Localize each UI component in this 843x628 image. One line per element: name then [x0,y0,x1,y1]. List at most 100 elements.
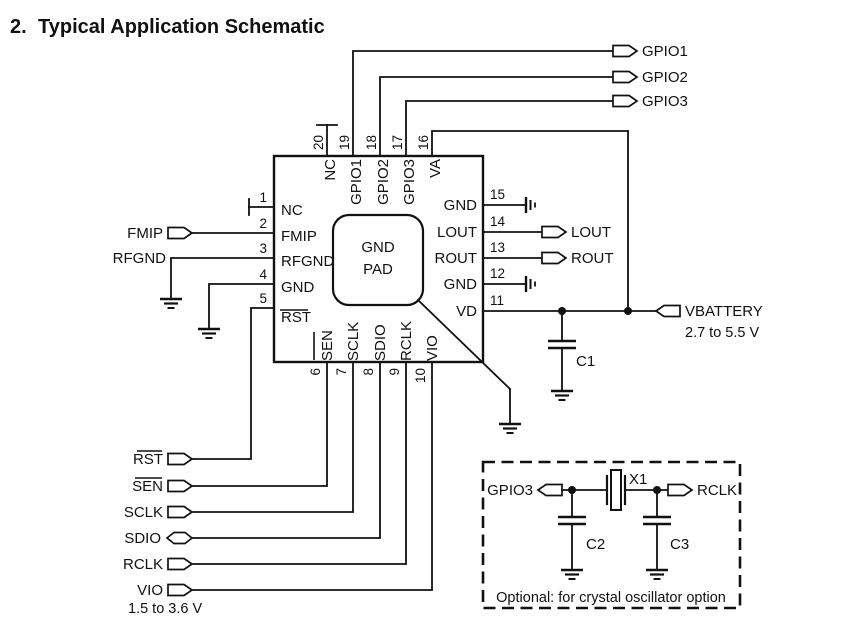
vbattery-range: 2.7 to 5.5 V [685,325,759,341]
pin-name-vio: VIO [424,335,441,361]
pin-name-sen: SEN [319,330,336,361]
optional-gpio3-label: GPIO3 [487,482,533,499]
sdio-connector [166,531,193,545]
ground-icon-pad [497,422,523,435]
wire-gpio3 [405,100,614,157]
vbattery-connector [655,304,681,318]
pin-name-gnd15: GND [444,197,478,214]
pin-name-sdio: SDIO [372,324,389,361]
pin-number-5: 5 [259,291,267,306]
gpio2-connector [612,70,638,84]
rst-label: RST [133,451,163,468]
pin-number-3: 3 [259,241,267,256]
ground-icon-rfgnd [158,297,184,310]
pin-name-vd: VD [456,303,477,320]
wire-sclk [191,361,354,513]
gpio3-connector [612,94,638,108]
pin-name-nc-top: NC [322,159,339,181]
capacitor-c1 [546,339,578,350]
wire-sdio [191,361,381,539]
pin-number-6: 6 [308,368,323,376]
pin-name-va: VA [427,159,444,178]
optional-box-caption: Optional: for crystal oscillator option [496,590,726,606]
pin-name-gpio1: GPIO1 [348,159,365,205]
junction-dot-c1 [558,307,566,315]
pin-number-11: 11 [490,293,504,308]
vio-label: VIO [137,582,163,599]
sdio-label: SDIO [124,530,161,547]
c3-label: C3 [670,536,689,553]
gpio3-label: GPIO3 [642,93,688,110]
wire-rfgnd [170,257,275,300]
pin-number-12: 12 [490,266,505,281]
rfgnd-label: RFGND [113,250,166,267]
fmip-connector [167,226,193,240]
junction-dot-va [624,307,632,315]
optional-rclk-connector [667,483,693,497]
pin-number-17: 17 [390,135,405,150]
vio-range: 1.5 to 3.6 V [128,601,202,617]
ground-icon-c1 [549,389,575,402]
pin-name-rclk: RCLK [398,321,415,361]
pin-name-nc-left: NC [281,202,303,219]
rst-connector [167,452,193,466]
wire-gnd4 [208,283,275,330]
x1-label: X1 [629,471,647,488]
pin-number-10: 10 [413,368,428,383]
wire-rclk [191,361,407,565]
capacitor-c2 [556,515,588,526]
pin-number-13: 13 [490,240,505,255]
pin-number-20: 20 [311,135,326,150]
wire-gpio1 [352,50,614,157]
gnd-pad [331,213,425,307]
sen-label: SEN [132,478,163,495]
ground-icon-gnd15 [524,195,537,215]
rout-label: ROUT [571,250,614,267]
pin-number-16: 16 [416,135,431,150]
rclk-label: RCLK [123,556,163,573]
page-title: Typical Application Schematic [38,16,325,38]
pin-number-18: 18 [364,135,379,150]
pin-name-rfgnd: RFGND [281,253,334,270]
pin-number-9: 9 [387,368,402,376]
pin-number-1: 1 [259,190,267,205]
pin-name-gpio2: GPIO2 [375,159,392,205]
pin-name-gnd4: GND [281,279,315,296]
pin-name-fmip: FMIP [281,228,317,245]
pin-name-gpio3: GPIO3 [401,159,418,205]
ground-icon-gnd4 [196,327,222,340]
pin-number-2: 2 [259,216,267,231]
pin-number-19: 19 [337,135,352,150]
pin-name-gnd12: GND [444,276,478,293]
sclk-connector [167,505,193,519]
ground-icon-c2 [559,568,585,581]
ground-icon-c3 [644,568,670,581]
optional-gpio3-connector [537,483,563,497]
crystal-x1 [605,469,627,511]
vio-connector [167,583,193,597]
rout-connector [541,251,567,265]
lout-connector [541,225,567,239]
pin-number-7: 7 [334,368,349,376]
c2-label: C2 [586,536,605,553]
capacitor-c3 [641,515,673,526]
gnd-pad-label-2: PAD [363,261,393,278]
wire-va [431,130,629,312]
pin-name-rst: RST [281,309,311,326]
wire-rst [191,307,275,460]
vbattery-label: VBATTERY [685,303,763,320]
rclk-connector [167,557,193,571]
optional-rclk-label: RCLK [697,482,737,499]
sclk-label: SCLK [124,504,163,521]
wire-vio [191,361,433,591]
sen-connector [167,479,193,493]
gpio1-connector [612,44,638,58]
lout-label: LOUT [571,224,611,241]
section-number: 2. [10,16,27,38]
ground-icon-gnd12 [524,274,537,294]
wire-pad-diagonal [416,298,512,391]
wire-gpio2 [379,76,614,157]
pin-number-8: 8 [361,368,376,376]
